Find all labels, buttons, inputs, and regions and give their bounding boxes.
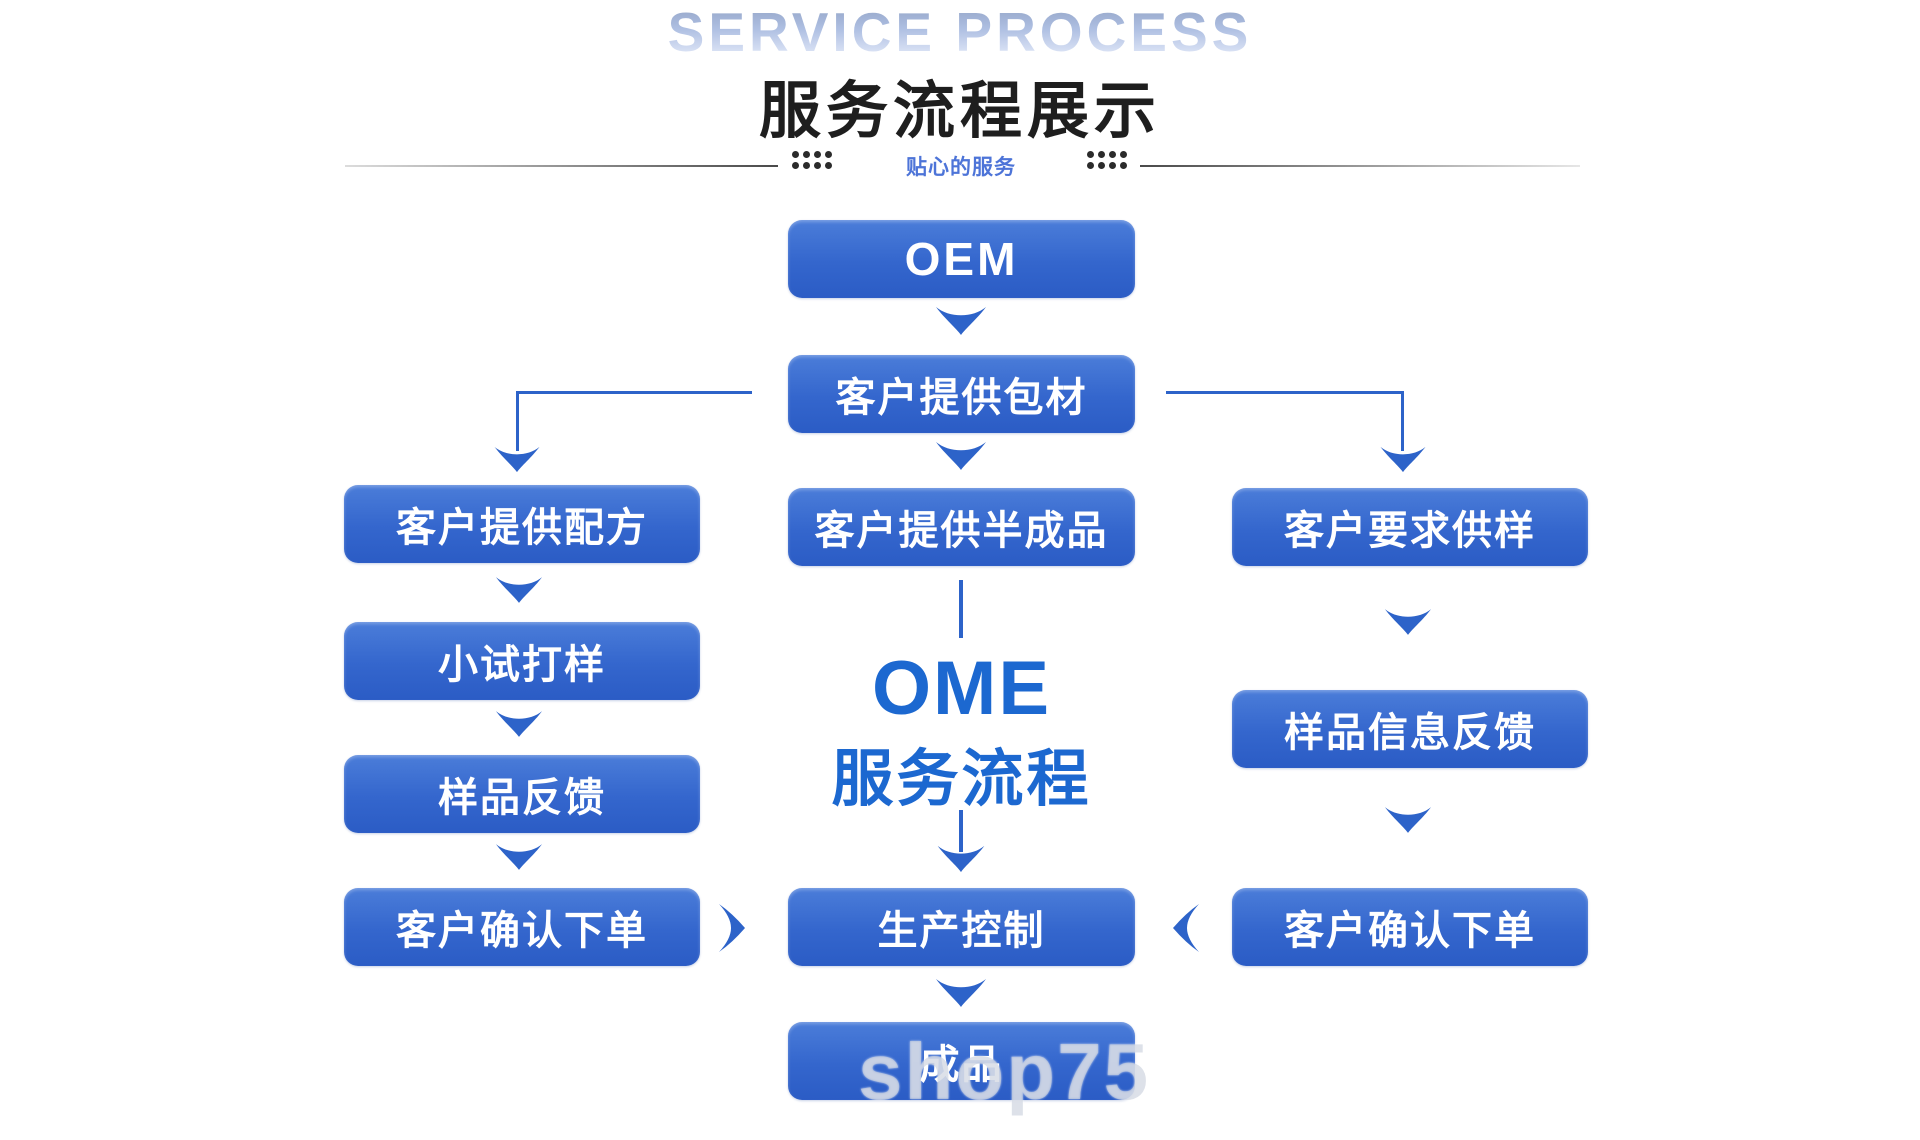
arrow-down-icon bbox=[935, 306, 987, 341]
flow-box-confirm-order-right: 客户确认下单 bbox=[1232, 888, 1588, 966]
watermark: shop75 bbox=[858, 1027, 1151, 1116]
arrow-down-icon bbox=[1384, 608, 1432, 641]
flow-box-sample-feedback: 样品反馈 bbox=[344, 755, 700, 833]
title-english: SERVICE PROCESS bbox=[0, 0, 1920, 64]
chevron-right-icon bbox=[718, 902, 746, 959]
flow-box-sample-info-feedback: 样品信息反馈 bbox=[1232, 690, 1588, 768]
arrow-down-icon bbox=[495, 576, 543, 609]
chevron-left-icon bbox=[1172, 902, 1200, 959]
connector-line bbox=[517, 391, 752, 394]
tagline: 贴心的服务 bbox=[906, 156, 1016, 179]
page-title: 服务流程展示 bbox=[758, 77, 1161, 146]
flow-box-customer-formula: 客户提供配方 bbox=[344, 485, 700, 563]
center-caption-line2: 服务流程 bbox=[831, 745, 1092, 814]
dot-grid-icon bbox=[792, 151, 832, 169]
arrow-down-icon bbox=[1384, 806, 1432, 839]
center-caption-line1: OME bbox=[871, 646, 1052, 731]
connector-line bbox=[1401, 391, 1404, 451]
divider-line-right bbox=[1140, 165, 1580, 167]
arrow-down-icon bbox=[495, 843, 543, 876]
dot-grid-icon bbox=[1087, 151, 1127, 169]
arrow-down-icon bbox=[935, 978, 987, 1013]
flow-box-production-control: 生产控制 bbox=[788, 888, 1135, 966]
connector-line bbox=[1166, 391, 1403, 394]
arrow-down-icon bbox=[493, 446, 541, 478]
flow-box-semi-finished: 客户提供半成品 bbox=[788, 488, 1135, 566]
connector-line bbox=[959, 580, 963, 638]
arrow-down-icon bbox=[495, 710, 543, 743]
flow-box-sample-request: 客户要求供样 bbox=[1232, 488, 1588, 566]
arrow-down-icon bbox=[935, 441, 987, 476]
flow-box-finished-product: 成品 bbox=[788, 1022, 1135, 1100]
connector-line bbox=[959, 810, 963, 852]
flow-box-confirm-order-left: 客户确认下单 bbox=[344, 888, 700, 966]
arrow-down-icon bbox=[935, 845, 987, 878]
flow-box-oem: OEM bbox=[788, 220, 1135, 298]
flow-box-trial-sample: 小试打样 bbox=[344, 622, 700, 700]
divider-line-left bbox=[345, 165, 778, 167]
flow-box-packaging: 客户提供包材 bbox=[788, 355, 1135, 433]
connector-line bbox=[516, 391, 519, 451]
arrow-down-icon bbox=[1379, 446, 1427, 478]
